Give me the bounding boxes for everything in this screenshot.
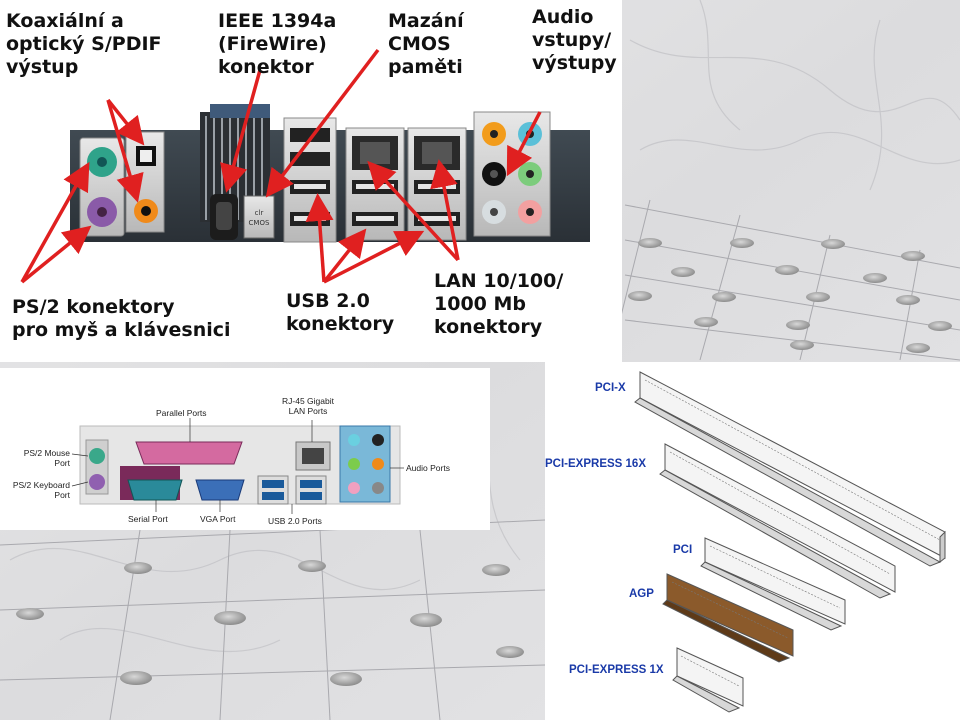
label-pci-x: PCI-X: [595, 382, 626, 394]
label-audio: Audio vstupy/ výstupy: [532, 6, 617, 74]
label-cmos: Mazání CMOS paměti: [388, 10, 464, 78]
label-agp: AGP: [629, 588, 654, 600]
label-lan: LAN 10/100/ 1000 Mb konektory: [434, 270, 564, 338]
label-pci: PCI: [673, 544, 693, 556]
io-ports-diagram: Parallel Ports RJ-45 Gigabit LAN Ports P…: [0, 368, 490, 530]
annotation-arrows: [20, 48, 542, 284]
label-vga-port: VGA Port: [200, 514, 236, 524]
label-ps2-mouse: PS/2 Mouse Port: [23, 448, 70, 468]
svg-text:CMOS: CMOS: [249, 219, 270, 227]
label-pci-express-1x: PCI-EXPRESS 1X: [569, 664, 664, 676]
label-ps2-keyboard: PS/2 Keyboard Port: [12, 480, 70, 500]
label-parallel-ports: Parallel Ports: [156, 408, 207, 418]
expansion-slots-illustration: [634, 371, 946, 713]
back-panel-illustration: clr CMOS: [20, 48, 590, 284]
label-firewire: IEEE 1394a (FireWire) konektor: [218, 10, 337, 78]
label-pci-express-16x: PCI-EXPRESS 16X: [545, 458, 646, 470]
label-rj45-ports: RJ-45 Gigabit LAN Ports: [282, 396, 334, 416]
back-panel-photo: clr CMOS: [0, 0, 622, 362]
svg-text:clr: clr: [255, 209, 264, 217]
label-ps2: PS/2 konektory pro myš a klávesnici: [12, 296, 231, 341]
label-usb: USB 2.0 konektory: [286, 290, 395, 335]
label-spdif: Koaxiální a optický S/PDIF výstup: [6, 10, 162, 78]
label-serial-port: Serial Port: [128, 514, 168, 524]
label-audio-ports: Audio Ports: [406, 463, 450, 473]
io-ports-illustration: [71, 418, 404, 514]
expansion-slots-diagram: PCI-X PCI-EXPRESS 16X PCI AGP PCI-EXPRES…: [545, 362, 960, 720]
label-usb-ports: USB 2.0 Ports: [268, 516, 322, 526]
